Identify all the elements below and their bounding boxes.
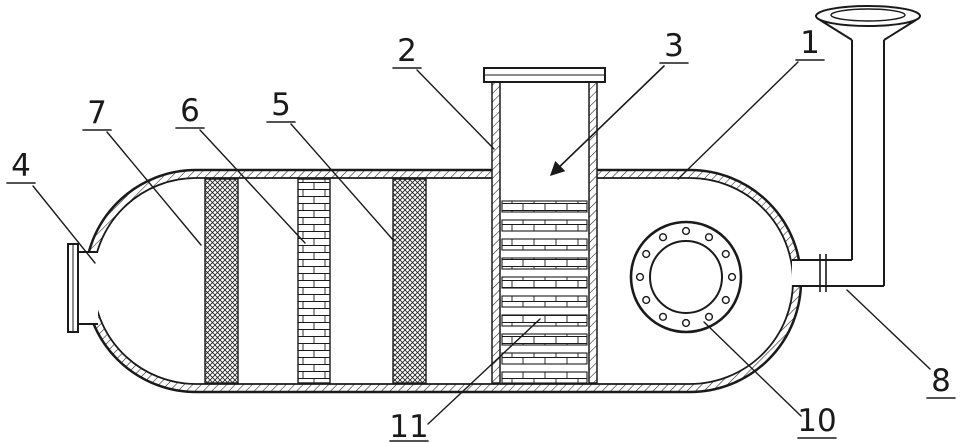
callout-5-label: 5 bbox=[271, 87, 291, 123]
top-column-right-wall bbox=[588, 81, 598, 384]
tray-slat bbox=[501, 219, 588, 232]
tray-slat bbox=[501, 371, 588, 384]
callout-10: 10 bbox=[703, 321, 837, 439]
packing-bed-right bbox=[392, 178, 427, 384]
callout-11: 11 bbox=[389, 318, 541, 443]
callout-7-label: 7 bbox=[87, 95, 107, 131]
callout-11-leader bbox=[427, 318, 541, 425]
top-column-left-wall bbox=[491, 81, 501, 384]
callout-8: 8 bbox=[846, 289, 956, 399]
tray-slat bbox=[501, 295, 588, 308]
callout-3-leader-arrow bbox=[549, 65, 665, 176]
packing-bed-middle bbox=[297, 178, 331, 384]
outlet-pipe-lines bbox=[792, 40, 885, 287]
callout-10-leader bbox=[703, 321, 802, 417]
callout-8-label: 8 bbox=[931, 363, 951, 399]
callout-2-label: 2 bbox=[397, 33, 417, 69]
tray-stack bbox=[501, 200, 588, 384]
outlet-stub-fill bbox=[792, 261, 854, 285]
callout-2-leader bbox=[416, 69, 495, 150]
callout-4-label: 4 bbox=[11, 148, 31, 184]
callout-4: 4 bbox=[6, 148, 96, 264]
callout-6: 6 bbox=[175, 93, 306, 244]
bell-rim-inner bbox=[830, 8, 906, 22]
callout-1: 1 bbox=[677, 25, 825, 180]
tray-slat bbox=[501, 257, 588, 270]
manhole-bolts bbox=[635, 226, 737, 328]
outlet-riser-fill bbox=[852, 40, 884, 286]
callout-7: 7 bbox=[82, 95, 202, 246]
tray-slat bbox=[501, 276, 588, 289]
outlet-pipe bbox=[792, 5, 921, 292]
callout-2: 2 bbox=[392, 33, 495, 150]
callout-5: 5 bbox=[266, 87, 395, 242]
manhole-flange bbox=[629, 220, 743, 334]
bell-side bbox=[819, 19, 853, 41]
bell-side bbox=[883, 19, 917, 41]
tray-slat bbox=[501, 314, 588, 327]
callout-7-leader bbox=[106, 131, 202, 246]
callout-4-leader bbox=[32, 185, 96, 264]
callout-6-leader bbox=[199, 129, 306, 244]
tray-slat bbox=[501, 333, 588, 346]
callout-5-leader bbox=[290, 123, 395, 242]
callout-10-label: 10 bbox=[797, 403, 836, 439]
top-column bbox=[483, 67, 606, 384]
left-inlet-nozzle bbox=[67, 243, 98, 333]
tray-slat bbox=[501, 352, 588, 365]
callout-11-label: 11 bbox=[389, 409, 428, 443]
callout-6-label: 6 bbox=[180, 93, 200, 129]
manhole-inner-ring bbox=[649, 240, 723, 314]
callout-1-label: 1 bbox=[800, 25, 820, 61]
tray-slat bbox=[501, 200, 588, 213]
tray-slat bbox=[501, 238, 588, 251]
callout-8-leader bbox=[846, 289, 931, 370]
callouts: 4 7 6 5 2 3 1 bbox=[6, 25, 956, 443]
callout-3: 3 bbox=[549, 28, 689, 176]
callout-1-leader bbox=[677, 61, 799, 180]
callout-3-label: 3 bbox=[664, 28, 684, 64]
top-column-interior bbox=[500, 82, 589, 383]
packing-bed-left bbox=[204, 178, 239, 384]
